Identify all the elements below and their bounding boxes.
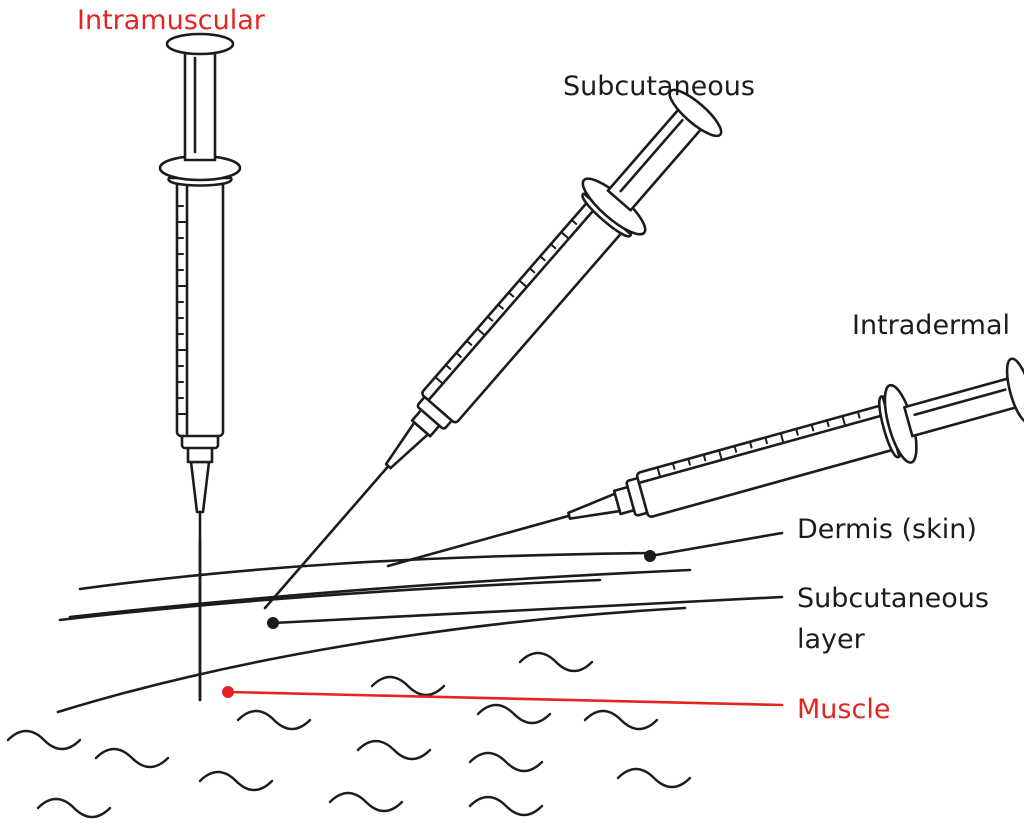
subcutaneous-lower-line — [56, 606, 687, 714]
label-intramuscular: Intramuscular — [77, 5, 266, 36]
dermis-upper-line — [78, 551, 652, 591]
subcutaneous-leader — [271, 595, 784, 625]
label-muscle: Muscle — [797, 694, 890, 725]
labels: Intramuscular Subcutaneous Intradermal D… — [77, 5, 1010, 725]
muscle-texture — [6, 651, 692, 819]
dermis-lower-line — [68, 568, 692, 619]
label-subcutaneous-layer-1: Subcutaneous — [797, 583, 989, 614]
leader-lines — [222, 531, 784, 707]
label-dermis: Dermis (skin) — [797, 514, 977, 545]
syringe-intramuscular — [158, 32, 242, 702]
label-intradermal: Intradermal — [852, 310, 1010, 341]
muscle-dot — [222, 686, 234, 698]
dermis-leader — [648, 531, 784, 558]
subcutaneous-dot — [267, 617, 279, 629]
muscle-leader — [226, 690, 784, 707]
label-subcutaneous-layer-2: layer — [797, 624, 866, 655]
label-subcutaneous: Subcutaneous — [563, 71, 755, 102]
syringe-subcutaneous — [233, 77, 734, 636]
tissue-layers — [56, 551, 692, 714]
dermis-dot — [644, 550, 656, 562]
muscle-upper-line — [58, 578, 602, 622]
